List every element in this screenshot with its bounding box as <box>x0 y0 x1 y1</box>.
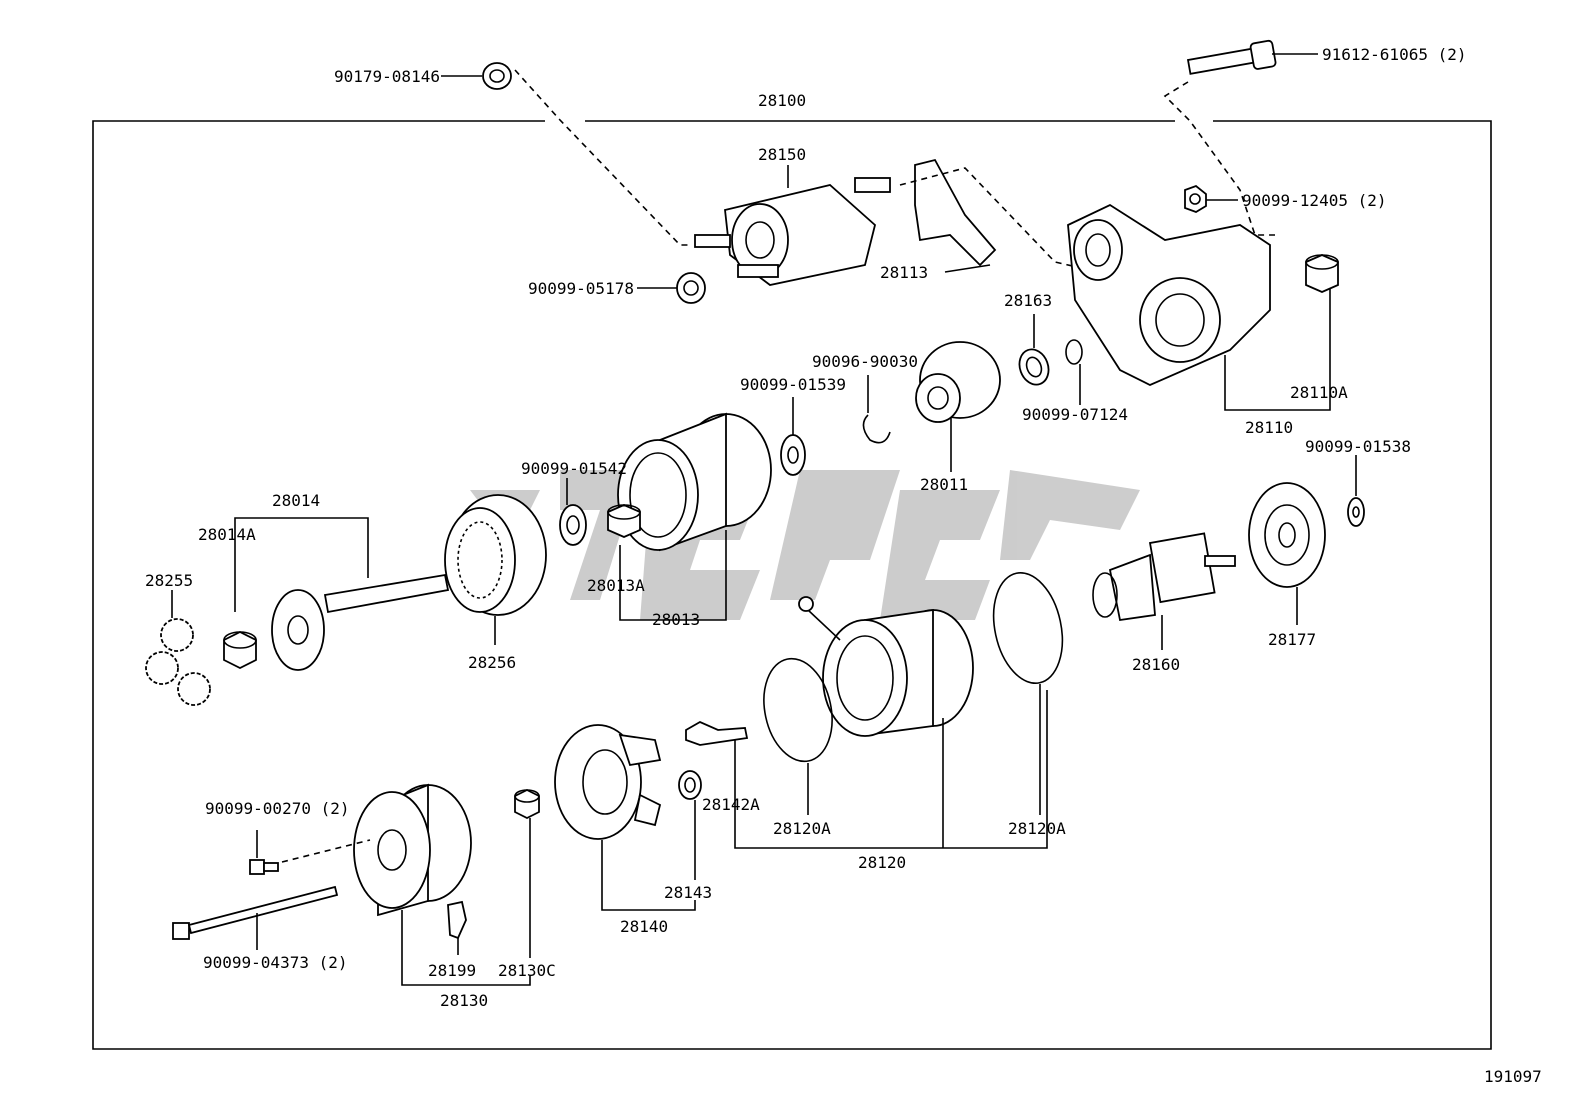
callout-28130C: 28130C <box>498 961 556 980</box>
washer-90099-01539 <box>780 397 806 476</box>
callout-90099-00270: 90099-00270 (2) <box>205 799 350 818</box>
planetary-gears-28255 <box>145 590 211 706</box>
callout-90096-90030: 90096-90030 <box>812 352 918 371</box>
screw-90099-00270 <box>249 830 371 875</box>
o-ring-28120A-left <box>763 657 833 815</box>
nut-90179-08146 <box>441 62 690 246</box>
armature-28160 <box>1092 532 1236 650</box>
callout-28014A: 28014A <box>198 525 256 544</box>
washer-90099-01542 <box>559 478 587 546</box>
callout-28120: 28120 <box>858 853 906 872</box>
callout-28142A: 28142A <box>702 795 760 814</box>
ring-28163 <box>1018 314 1050 386</box>
callout-90099-01539: 90099-01539 <box>740 375 846 394</box>
callout-28255: 28255 <box>145 571 193 590</box>
clip-90096-90030 <box>862 375 891 444</box>
ring-gear-28256 <box>444 494 547 645</box>
callout-28011: 28011 <box>920 475 968 494</box>
bushing-28014A <box>223 630 257 670</box>
o-ring-28120A-right <box>992 571 1064 815</box>
bushing-28130C <box>514 788 540 958</box>
clutch-housing-28013 <box>617 412 772 621</box>
bushing-28013A <box>607 504 641 538</box>
cover-28177 <box>1248 482 1326 625</box>
housing-28110 <box>1067 203 1331 411</box>
callout-90179-08146: 90179-08146 <box>334 67 440 86</box>
brush-spring-28142A <box>685 720 749 746</box>
callout-28013A: 28013A <box>587 576 645 595</box>
bushing-28110A <box>1305 254 1339 293</box>
callout-28150: 28150 <box>758 145 806 164</box>
terminal-28199 <box>447 900 467 955</box>
pinion-28011 <box>915 341 1001 472</box>
callout-90099-05178: 90099-05178 <box>528 279 634 298</box>
callout-28110A: 28110A <box>1290 383 1348 402</box>
end-cover-28130 <box>353 783 531 986</box>
assembly-frame <box>92 120 1492 1050</box>
callout-91612-61065: 91612-61065 (2) <box>1322 45 1467 64</box>
nut-90099-12405 <box>1184 184 1238 213</box>
washer-90099-05178 <box>637 272 706 304</box>
brush-holder-28140 <box>554 724 696 911</box>
lever-28113 <box>899 158 1091 273</box>
spring-28143 <box>678 770 702 880</box>
callout-28014: 28014 <box>272 491 320 510</box>
callout-28120A-right: 28120A <box>1008 819 1066 838</box>
callout-90099-07124: 90099-07124 <box>1022 405 1128 424</box>
callout-90099-12405: 90099-12405 (2) <box>1242 191 1387 210</box>
callout-28143: 28143 <box>664 883 712 902</box>
assembly-label: 28100 <box>758 91 806 110</box>
callout-28113: 28113 <box>880 263 928 282</box>
callout-90099-01542: 90099-01542 <box>521 459 627 478</box>
callout-28160: 28160 <box>1132 655 1180 674</box>
callout-90099-01538: 90099-01538 <box>1305 437 1411 456</box>
solenoid-28150 <box>694 165 891 286</box>
callout-28120A-left: 28120A <box>773 819 831 838</box>
callout-28013: 28013 <box>652 610 700 629</box>
callout-28130: 28130 <box>440 991 488 1010</box>
bolt-91612-61065 <box>1163 39 1318 236</box>
callout-90099-04373: 90099-04373 (2) <box>203 953 348 972</box>
callout-28140: 28140 <box>620 917 668 936</box>
callout-28199: 28199 <box>428 961 476 980</box>
yoke-28120 <box>734 596 1048 849</box>
callout-28163: 28163 <box>1004 291 1052 310</box>
through-bolt-90099-04373 <box>172 885 339 950</box>
callout-28110: 28110 <box>1245 418 1293 437</box>
washer-90099-01538 <box>1347 455 1365 527</box>
snap-ring-90099-07124 <box>1065 339 1083 405</box>
drawing-number: 191097 <box>1484 1067 1542 1086</box>
shaft-28014 <box>234 517 450 671</box>
callout-28177: 28177 <box>1268 630 1316 649</box>
callout-28256: 28256 <box>468 653 516 672</box>
